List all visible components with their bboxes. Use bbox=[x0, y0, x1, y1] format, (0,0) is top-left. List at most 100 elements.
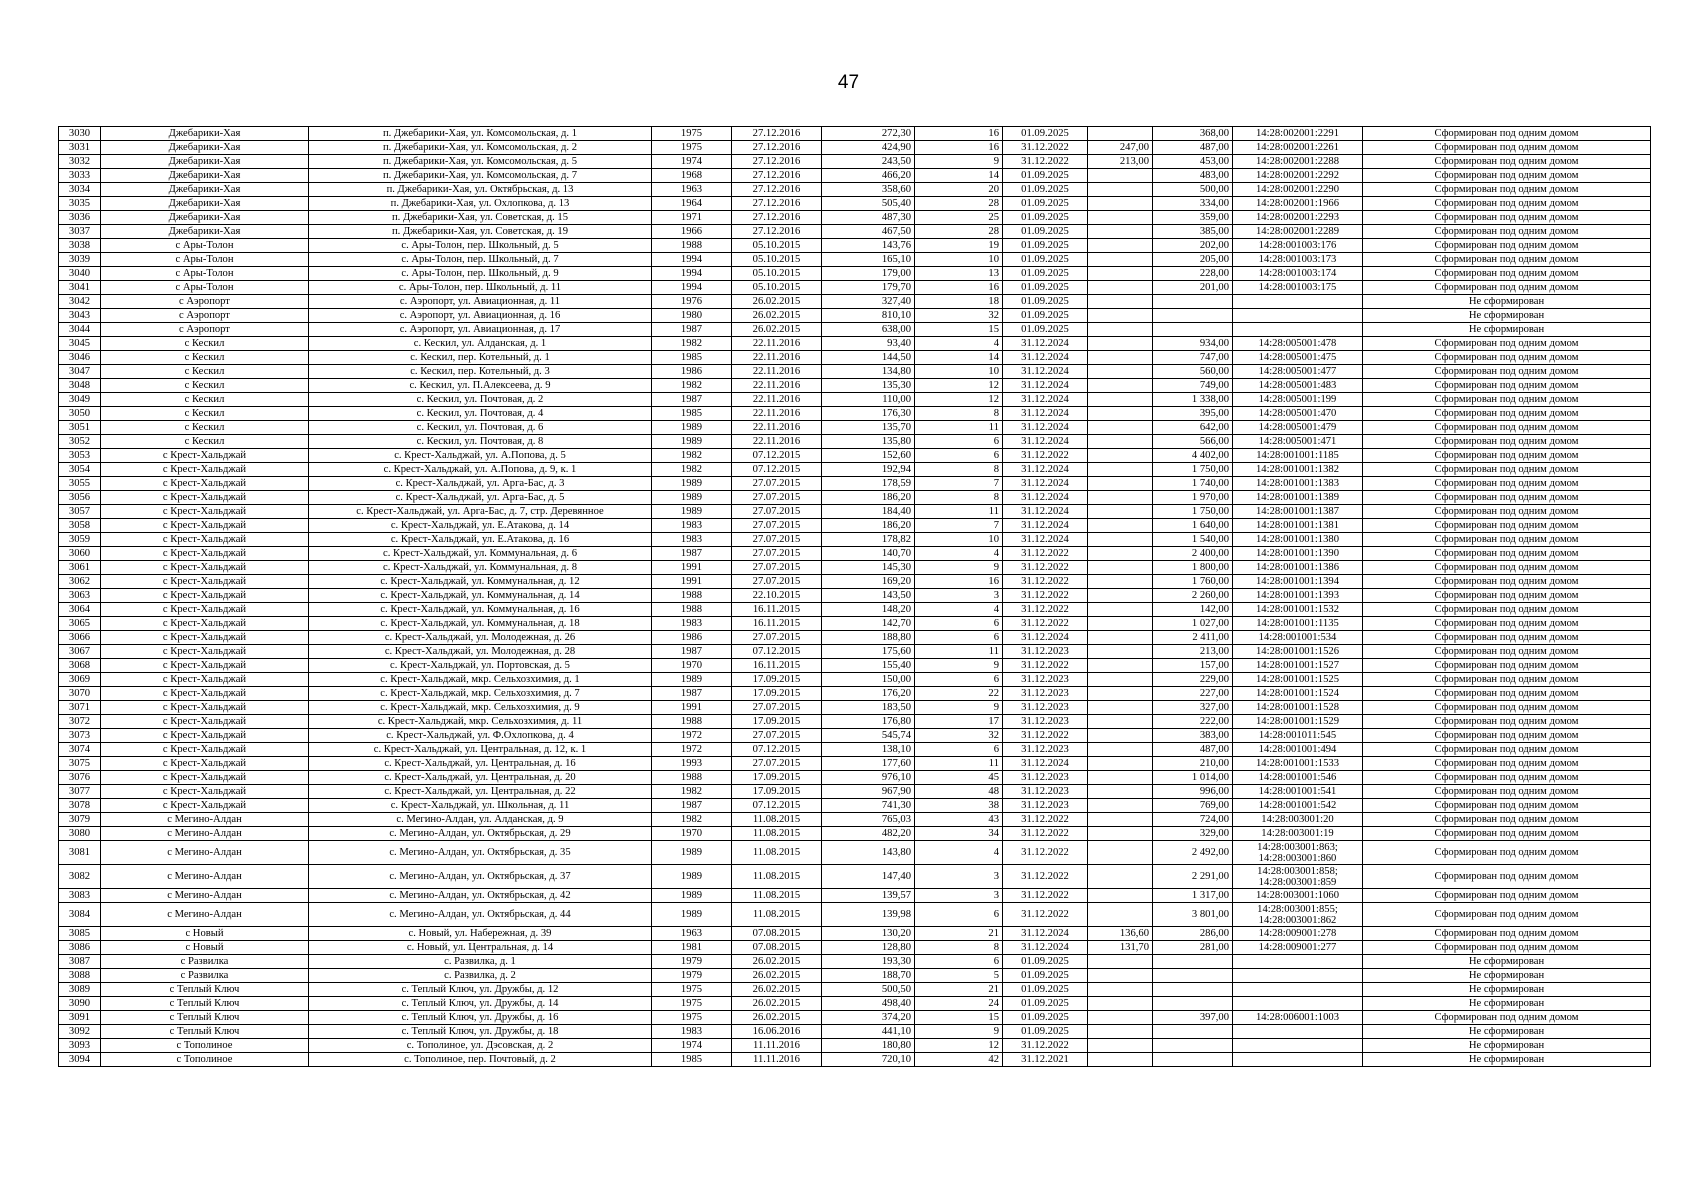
land-area-cell: 2 411,00 bbox=[1152, 630, 1233, 645]
address-cell: с. Мегино-Алдан, ул. Алданская, д. 9 bbox=[308, 812, 652, 827]
land-status-cell: Сформирован под одним домом bbox=[1362, 1010, 1651, 1025]
cadastral-number-cell: 14:28:009001:278 bbox=[1232, 926, 1363, 941]
land-area-cell: 213,00 bbox=[1152, 644, 1233, 659]
survey-date-cell: 27.07.2015 bbox=[731, 574, 822, 589]
survey-date-cell: 26.02.2015 bbox=[731, 308, 822, 323]
settlement-cell: Джебарики-Хая bbox=[100, 154, 309, 169]
land-area-cell: 329,00 bbox=[1152, 826, 1233, 841]
row-number-cell: 3066 bbox=[58, 630, 101, 645]
row-number-cell: 3058 bbox=[58, 518, 101, 533]
row-number-cell: 3052 bbox=[58, 434, 101, 449]
area-cell: 179,70 bbox=[821, 280, 915, 295]
extra-area-cell bbox=[1087, 728, 1153, 743]
cadastral-number-cell: 14:28:003001:858; 14:28:003001:859 bbox=[1232, 864, 1363, 889]
land-area-cell bbox=[1152, 954, 1233, 969]
apartment-count-cell: 3 bbox=[914, 888, 1003, 903]
settlement-cell: с Крест-Хальджай bbox=[100, 700, 309, 715]
land-status-cell: Сформирован под одним домом bbox=[1362, 630, 1651, 645]
land-area-cell: 229,00 bbox=[1152, 672, 1233, 687]
survey-date-cell: 27.12.2016 bbox=[731, 210, 822, 225]
apartment-count-cell: 8 bbox=[914, 462, 1003, 477]
area-cell: 138,10 bbox=[821, 742, 915, 757]
settlement-cell: с Кескил bbox=[100, 420, 309, 435]
extra-area-cell bbox=[1087, 392, 1153, 407]
row-number-cell: 3091 bbox=[58, 1010, 101, 1025]
construction-year-cell: 1972 bbox=[651, 742, 732, 757]
construction-year-cell: 1989 bbox=[651, 864, 732, 889]
area-cell: 155,40 bbox=[821, 658, 915, 673]
deadline-date-cell: 31.12.2024 bbox=[1002, 378, 1088, 393]
apartment-count-cell: 43 bbox=[914, 812, 1003, 827]
cadastral-number-cell: 14:28:005001:477 bbox=[1232, 364, 1363, 379]
survey-date-cell: 27.12.2016 bbox=[731, 224, 822, 239]
address-cell: с. Крест-Хальджай, ул. А.Попова, д. 9, к… bbox=[308, 462, 652, 477]
construction-year-cell: 1982 bbox=[651, 378, 732, 393]
address-cell: с. Кескил, ул. Почтовая, д. 8 bbox=[308, 434, 652, 449]
survey-date-cell: 05.10.2015 bbox=[731, 266, 822, 281]
land-status-cell: Сформирован под одним домом bbox=[1362, 266, 1651, 281]
survey-date-cell: 27.12.2016 bbox=[731, 140, 822, 155]
area-cell: 186,20 bbox=[821, 490, 915, 505]
row-number-cell: 3089 bbox=[58, 982, 101, 997]
survey-date-cell: 22.11.2016 bbox=[731, 434, 822, 449]
construction-year-cell: 1989 bbox=[651, 672, 732, 687]
land-status-cell: Сформирован под одним домом bbox=[1362, 742, 1651, 757]
construction-year-cell: 1974 bbox=[651, 154, 732, 169]
row-number-cell: 3073 bbox=[58, 728, 101, 743]
row-number-cell: 3053 bbox=[58, 448, 101, 463]
survey-date-cell: 27.07.2015 bbox=[731, 546, 822, 561]
deadline-date-cell: 31.12.2023 bbox=[1002, 686, 1088, 701]
land-area-cell: 1 740,00 bbox=[1152, 476, 1233, 491]
deadline-date-cell: 31.12.2024 bbox=[1002, 490, 1088, 505]
settlement-cell: с Тополиное bbox=[100, 1052, 309, 1067]
land-area-cell: 934,00 bbox=[1152, 336, 1233, 351]
survey-date-cell: 11.11.2016 bbox=[731, 1038, 822, 1053]
deadline-date-cell: 31.12.2022 bbox=[1002, 602, 1088, 617]
cadastral-number-cell bbox=[1232, 294, 1363, 309]
area-cell: 140,70 bbox=[821, 546, 915, 561]
land-area-cell: 327,00 bbox=[1152, 700, 1233, 715]
apartment-count-cell: 7 bbox=[914, 476, 1003, 491]
cadastral-number-cell: 14:28:001001:1394 bbox=[1232, 574, 1363, 589]
address-cell: с. Мегино-Алдан, ул. Октябрьская, д. 37 bbox=[308, 864, 652, 889]
land-status-cell: Не сформирован bbox=[1362, 954, 1651, 969]
row-number-cell: 3067 bbox=[58, 644, 101, 659]
area-cell: 186,20 bbox=[821, 518, 915, 533]
deadline-date-cell: 31.12.2022 bbox=[1002, 902, 1088, 927]
land-area-cell: 747,00 bbox=[1152, 350, 1233, 365]
construction-year-cell: 1989 bbox=[651, 840, 732, 865]
survey-date-cell: 26.02.2015 bbox=[731, 1010, 822, 1025]
settlement-cell: с Крест-Хальджай bbox=[100, 644, 309, 659]
land-status-cell: Сформирован под одним домом bbox=[1362, 378, 1651, 393]
settlement-cell: с Ары-Толон bbox=[100, 252, 309, 267]
extra-area-cell bbox=[1087, 448, 1153, 463]
address-cell: с. Аэропорт, ул. Авиационная, д. 17 bbox=[308, 322, 652, 337]
deadline-date-cell: 31.12.2024 bbox=[1002, 926, 1088, 941]
construction-year-cell: 1966 bbox=[651, 224, 732, 239]
settlement-cell: с Теплый Ключ bbox=[100, 1010, 309, 1025]
area-cell: 165,10 bbox=[821, 252, 915, 267]
extra-area-cell bbox=[1087, 574, 1153, 589]
deadline-date-cell: 01.09.2025 bbox=[1002, 996, 1088, 1011]
settlement-cell: с Аэропорт bbox=[100, 294, 309, 309]
address-cell: п. Джебарики-Хая, ул. Охлопкова, д. 13 bbox=[308, 196, 652, 211]
deadline-date-cell: 31.12.2023 bbox=[1002, 742, 1088, 757]
land-area-cell: 724,00 bbox=[1152, 812, 1233, 827]
area-cell: 967,90 bbox=[821, 784, 915, 799]
apartment-count-cell: 16 bbox=[914, 574, 1003, 589]
deadline-date-cell: 31.12.2024 bbox=[1002, 350, 1088, 365]
settlement-cell: с Крест-Хальджай bbox=[100, 742, 309, 757]
address-cell: с. Крест-Хальджай, ул. А.Попова, д. 5 bbox=[308, 448, 652, 463]
deadline-date-cell: 31.12.2022 bbox=[1002, 588, 1088, 603]
deadline-date-cell: 31.12.2022 bbox=[1002, 560, 1088, 575]
survey-date-cell: 17.09.2015 bbox=[731, 686, 822, 701]
